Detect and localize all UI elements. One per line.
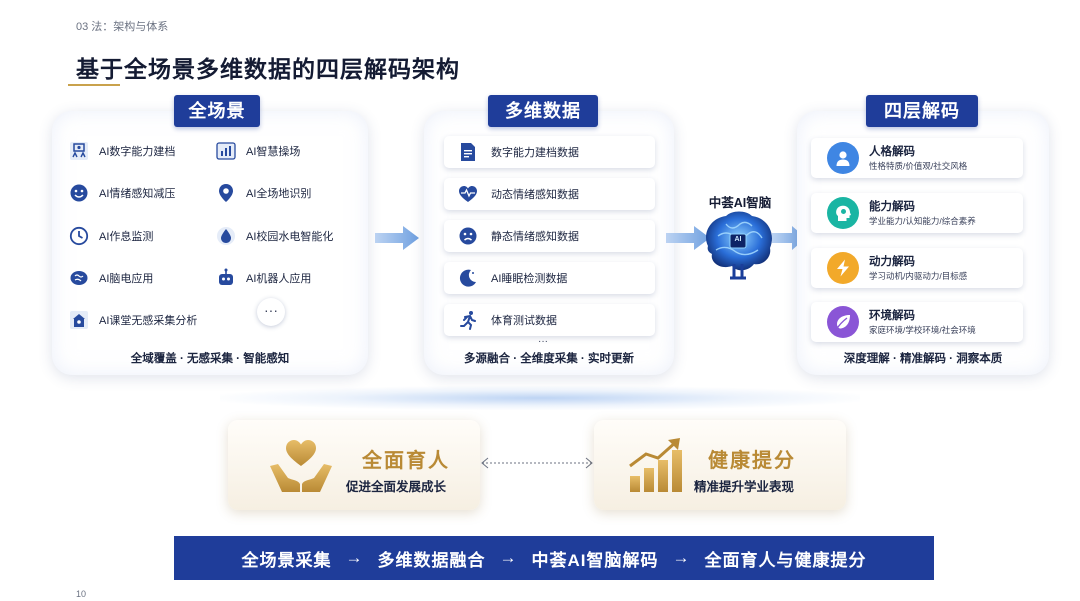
scene-item-label: AI智慧操场: [246, 146, 301, 158]
data-item-digital-archive: 数字能力建档数据: [444, 136, 655, 168]
data-item-label: 体育测试数据: [491, 315, 557, 327]
brain-label: 中荟AI智脑: [708, 196, 772, 210]
more-items-icon[interactable]: ···: [257, 298, 285, 326]
robot-icon: [215, 267, 237, 289]
scene-item-digital-archive: AI数字能力建档: [68, 140, 175, 162]
growth-chart-icon: [626, 436, 686, 499]
flow-step: 全场景采集: [241, 550, 332, 570]
scene-item-eeg: AI脑电应用: [68, 267, 153, 289]
data-panel-title: 多维数据: [488, 95, 598, 127]
data-panel-footer: 多源融合 · 全维度采集 · 实时更新: [464, 353, 634, 365]
scene-item-label: AI全场地识别: [246, 188, 312, 200]
flow-arrow: →: [345, 548, 364, 567]
scene-item-emotion: AI情绪感知减压: [68, 182, 175, 204]
head-gear-icon: [827, 197, 859, 229]
goal-subtitle: 精准提升学业表现: [694, 480, 795, 494]
goal-title: 健康提分: [708, 450, 796, 472]
scene-item-label: AI课堂无感采集分析: [99, 315, 198, 327]
decode-subtitle: 学业能力/认知能力/综合素养: [869, 215, 976, 226]
goal-title: 全面育人: [362, 450, 450, 472]
scene-item-label: AI数字能力建档: [99, 146, 176, 158]
ai-chip-label: AI: [734, 236, 742, 243]
decode-title: 人格解码: [869, 145, 915, 158]
decode-card-motivation: 动力解码 学习动机/内驱动力/目标感: [811, 248, 1023, 288]
sad-face-icon: [457, 225, 479, 247]
smiley-icon: [68, 182, 90, 204]
scene-item-label: AI脑电应用: [99, 273, 154, 285]
bidirectional-arrow-icon: [480, 456, 594, 475]
goal-card-score: 健康提分 精准提升学业表现: [594, 420, 846, 510]
scene-item-label: AI作息监测: [99, 231, 154, 243]
light-band: [220, 386, 860, 410]
scene-item-utilities: AI校园水电智能化: [215, 225, 333, 247]
heartbeat-icon: [457, 183, 479, 205]
page-number: 10: [76, 589, 87, 599]
page-title: 基于全场景多维数据的四层解码架构: [76, 56, 460, 82]
scene-panel: [52, 111, 368, 375]
moon-icon: [457, 267, 479, 289]
decode-panel-title: 四层解码: [866, 95, 978, 127]
flow-step: 中荟AI智脑解码: [531, 550, 659, 570]
data-item-dynamic-emotion: 动态情绪感知数据: [444, 178, 655, 210]
flow-arrow-icon: [666, 226, 710, 255]
scene-panel-footer: 全域覆盖 · 无感采集 · 智能感知: [130, 353, 290, 365]
flow-arrow: →: [672, 548, 691, 567]
process-flow-bar: 全场景采集 → 多维数据融合 → 中荟AI智脑解码 → 全面育人与健康提分: [174, 536, 934, 580]
lightning-icon: [827, 252, 859, 284]
scene-item-robot: AI机器人应用: [215, 267, 311, 289]
more-label: ···: [264, 302, 278, 318]
goal-subtitle: 促进全面发展成长: [346, 480, 447, 494]
decode-title: 能力解码: [869, 200, 915, 213]
water-drop-icon: [215, 225, 237, 247]
scene-panel-title: 全场景: [174, 95, 260, 127]
scene-item-venue-recognition: AI全场地识别: [215, 182, 311, 204]
scene-item-label: AI校园水电智能化: [246, 231, 334, 243]
decode-card-environment: 环境解码 家庭环境/学校环境/社会环境: [811, 302, 1023, 342]
data-item-label: 动态情绪感知数据: [491, 189, 579, 201]
flow-arrow-icon: [375, 226, 419, 255]
location-pin-icon: [215, 182, 237, 204]
decode-title: 环境解码: [869, 309, 915, 322]
data-item-label: 数字能力建档数据: [491, 147, 579, 159]
running-icon: [457, 309, 479, 331]
decode-panel-footer: 深度理解 · 精准解码 · 洞察本质: [843, 353, 1003, 365]
bar-chart-icon: [215, 140, 237, 162]
data-item-static-emotion: 静态情绪感知数据: [444, 220, 655, 252]
goal-card-holistic: 全面育人 促进全面发展成长: [228, 420, 480, 510]
decode-title: 动力解码: [869, 255, 915, 268]
decode-subtitle: 性格特质/价值观/社交风格: [869, 160, 968, 171]
decode-subtitle: 家庭环境/学校环境/社会环境: [869, 324, 976, 335]
data-item-label: 静态情绪感知数据: [491, 231, 579, 243]
data-item-label: AI睡眠检测数据: [491, 273, 568, 285]
title-underline: [68, 84, 120, 86]
data-item-pe-test: 体育测试数据: [444, 304, 655, 336]
scene-item-classroom: AI课堂无感采集分析: [68, 309, 197, 331]
decode-card-personality: 人格解码 性格特质/价值观/社交风格: [811, 138, 1023, 178]
leaf-icon: [827, 306, 859, 338]
clock-icon: [68, 225, 90, 247]
scene-item-smart-playground: AI智慧操场: [215, 140, 300, 162]
ai-brain-icon: AI: [696, 206, 780, 284]
document-icon: [457, 141, 479, 163]
section-label: 03 法：架构与体系: [76, 21, 169, 33]
heart-hands-icon: [268, 436, 334, 499]
scene-item-label: AI机器人应用: [246, 273, 312, 285]
scene-item-label: AI情绪感知减压: [99, 188, 176, 200]
decode-subtitle: 学习动机/内驱动力/目标感: [869, 270, 968, 281]
flow-step: 多维数据融合: [377, 550, 486, 570]
flow-arrow: →: [499, 548, 518, 567]
archive-board-icon: [68, 140, 90, 162]
brain-icon: [68, 267, 90, 289]
person-icon: [827, 142, 859, 174]
decode-card-ability: 能力解码 学业能力/认知能力/综合素养: [811, 193, 1023, 233]
data-item-sleep: AI睡眠检测数据: [444, 262, 655, 294]
scene-item-routine: AI作息监测: [68, 225, 153, 247]
data-more-label: ···: [538, 336, 548, 347]
flow-step: 全面育人与健康提分: [704, 550, 867, 570]
classroom-icon: [68, 309, 90, 331]
